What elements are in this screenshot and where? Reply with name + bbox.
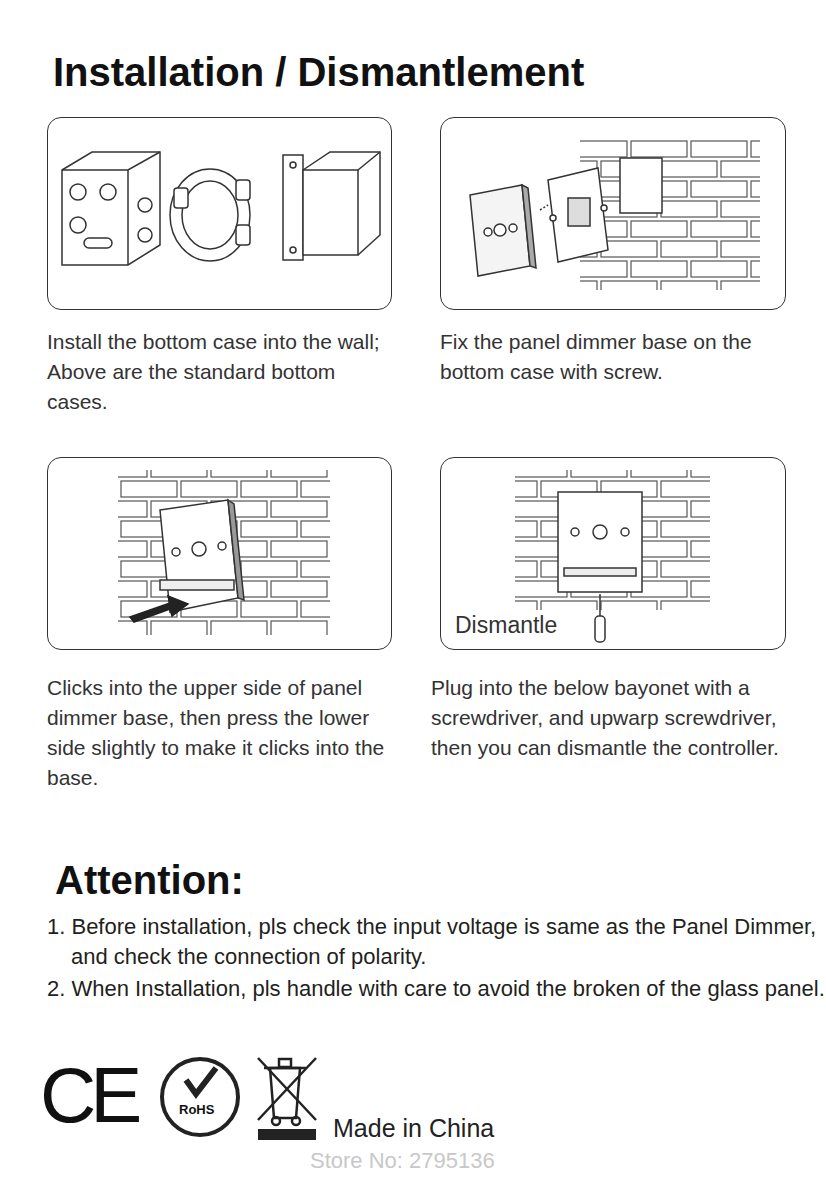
step-caption: Clicks into the upper side of panel dimm… <box>47 673 397 793</box>
section-heading: Attention: <box>55 858 244 903</box>
watermark: Store No: 2795136 <box>310 1148 495 1174</box>
compliance-icons <box>162 1058 316 1140</box>
page-title: Installation / Dismantlement <box>53 50 584 95</box>
illustration-panel: Clicks into the upper side of panel dimm… <box>47 457 392 650</box>
origin-text: Made in China <box>333 1114 494 1143</box>
panel-dismantle <box>558 492 642 642</box>
illustration-panel: Install the bottom case into the wall; A… <box>47 117 392 310</box>
panel-frame <box>440 117 786 310</box>
mounting <box>470 158 662 276</box>
panel-label: Dismantle <box>455 610 605 640</box>
panel-clip-in <box>130 500 244 622</box>
bottom-cases <box>62 152 380 265</box>
step-caption: Fix the panel dimmer base on the bottom … <box>440 327 786 387</box>
rohs-mark: RoHS <box>179 1102 214 1117</box>
step-caption: Plug into the below bayonet with a screw… <box>431 673 786 763</box>
note: 2. When Installation, pls handle with ca… <box>47 974 826 1004</box>
illustration-panel: DismantlePlug into the below bayonet wit… <box>440 457 786 650</box>
note: 1. Before installation, pls check the in… <box>47 912 826 972</box>
panel-frame <box>47 117 392 310</box>
step-caption: Install the bottom case into the wall; A… <box>47 327 392 417</box>
panel-frame <box>47 457 392 650</box>
illustration-panel: Fix the panel dimmer base on the bottom … <box>440 117 786 310</box>
ce-mark: CE <box>40 1050 136 1140</box>
